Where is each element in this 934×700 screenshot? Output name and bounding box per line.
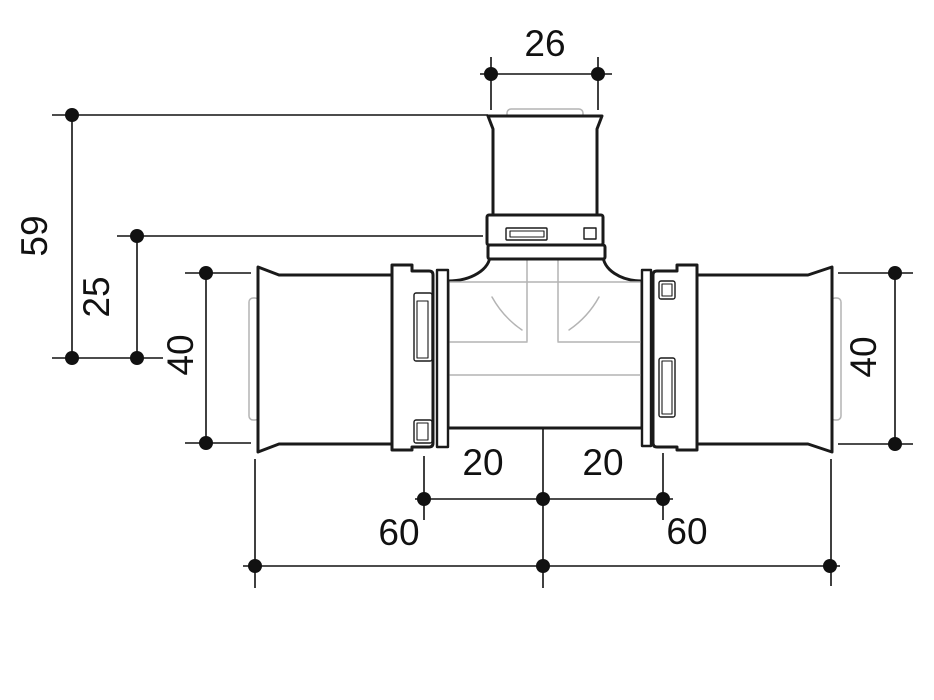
right-ring-slot-inner	[661, 360, 673, 415]
collar-inspection-slot	[505, 227, 548, 241]
inner-fillet-left	[491, 296, 523, 331]
inner-fillet-right	[568, 296, 600, 331]
dimension-endpoint-dot	[536, 492, 550, 506]
dimension-endpoint-dot	[484, 67, 498, 81]
right-ring-window	[658, 280, 676, 300]
dimension-label-20-left: 20	[462, 442, 503, 483]
dimension-endpoint-dot	[130, 229, 144, 243]
dimension-endpoint-dot	[591, 67, 605, 81]
extension-lines	[185, 272, 251, 444]
dimension-label-59: 59	[14, 215, 55, 256]
top-branch	[485, 108, 607, 261]
dimension-label-40-right: 40	[843, 336, 884, 377]
dimension-od-left: 40	[160, 266, 251, 450]
dimension-label-20-right: 20	[582, 442, 623, 483]
inner-bore-hidden-edges	[449, 257, 642, 376]
extension-lines	[423, 453, 664, 520]
dimension-endpoint-dot	[656, 492, 670, 506]
dimension-endpoint-dot	[199, 436, 213, 450]
dimension-endpoint-dot	[65, 351, 79, 365]
extension-lines	[490, 57, 599, 110]
dimension-label-60-right: 60	[666, 511, 707, 552]
branch-lower-ring	[486, 243, 607, 261]
left-press-sleeve	[248, 263, 450, 454]
dimension-label-25: 25	[76, 276, 117, 317]
dimension-branch-width: 26	[480, 23, 612, 110]
dimension-endpoint-dot	[130, 351, 144, 365]
right-sleeve-body	[695, 265, 834, 454]
dimension-endpoint-dot	[65, 108, 79, 122]
dimension-label-60-left: 60	[378, 512, 419, 553]
dimension-label-40-left: 40	[160, 334, 201, 375]
dimension-collar-height: 25	[76, 229, 483, 365]
right-ring-slot	[658, 357, 676, 418]
dimension-depths: 20 20	[415, 442, 673, 520]
dimension-label-26: 26	[524, 23, 565, 64]
collar-inspection-slot-inner	[509, 230, 545, 238]
left-ring-slot-inner	[416, 300, 429, 359]
left-ring-window-inner	[416, 422, 429, 441]
collar-side-window	[583, 227, 597, 240]
dimension-endpoint-dot	[536, 559, 550, 573]
branch-tube	[486, 114, 604, 220]
dimension-od-right: 40	[838, 266, 913, 451]
dimension-endpoint-dot	[888, 266, 902, 280]
right-press-sleeve	[640, 263, 842, 454]
dimension-endpoint-dot	[888, 437, 902, 451]
right-sleeve-end-band	[640, 268, 653, 448]
dimension-endpoint-dot	[248, 559, 262, 573]
left-sleeve-body	[256, 265, 395, 454]
right-ring-window-inner	[661, 283, 673, 297]
dimension-center-to-ends: 60 60	[243, 459, 840, 588]
left-sleeve-end-band	[435, 268, 450, 449]
dimensions: 26 59 25 40	[14, 23, 913, 588]
tee-fitting	[248, 108, 842, 454]
dimension-endpoint-dot	[199, 266, 213, 280]
dimension-branch-height: 59	[14, 108, 488, 365]
dimension-endpoint-dot	[417, 492, 431, 506]
dimension-endpoint-dot	[823, 559, 837, 573]
